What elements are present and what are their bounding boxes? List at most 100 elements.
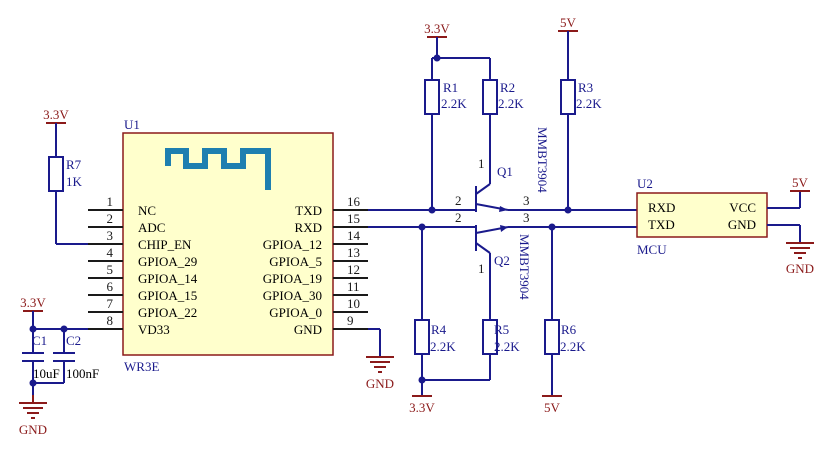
q2-transistor: 2 3 1 Q2 MMBT3904	[455, 210, 532, 320]
ground-label: GND	[19, 422, 47, 437]
u1-pin-name: GPIOA_30	[263, 288, 322, 303]
q2-pin-label: 3	[523, 210, 530, 225]
power-label-3v3: 3.3V	[424, 21, 450, 36]
u2-part-label: MCU	[637, 242, 667, 257]
u2-pin-name: GND	[728, 217, 756, 232]
u1-pin-number: 2	[107, 211, 114, 226]
q2-ref-label: Q2	[494, 253, 510, 268]
u1-pin-name: TXD	[295, 203, 322, 218]
ground-label: GND	[786, 261, 814, 276]
u1-pin-number: 13	[347, 245, 360, 260]
u1-pin-name: GPIOA_22	[138, 305, 197, 320]
u1-right-pins: 16 15 14 13 12 11 10 9 TXD RXD GPIOA_12 …	[263, 194, 368, 337]
u1-pin-number: 15	[347, 211, 360, 226]
r3-ref-label: R3	[578, 80, 593, 95]
r4-value-label: 2.2K	[430, 339, 456, 354]
u2-ref-label: U2	[637, 176, 653, 191]
u1-pin-number: 12	[347, 262, 360, 277]
r1-value-label: 2.2K	[441, 96, 467, 111]
q1-ref-label: Q1	[497, 164, 513, 179]
u1-pin-number: 5	[107, 262, 114, 277]
u1-gnd-connection: GND	[366, 328, 394, 391]
r7-ref-label: R7	[66, 157, 82, 172]
c2-value-label: 100nF	[66, 366, 99, 381]
u1-pin-name: GPIOA_14	[138, 271, 198, 286]
wifi-module-logo-icon	[165, 148, 271, 190]
r6-pullup: R6 2.2K 5V	[542, 227, 586, 415]
decoupling-capacitors: 3.3V C1 C2 10uF 100nF GND	[19, 295, 99, 437]
q1-pin-label: 2	[455, 193, 462, 208]
r2-ref-label: R2	[500, 80, 515, 95]
r4-resistor	[414, 319, 430, 355]
r3-resistor	[560, 79, 576, 115]
u1-pin-name: VD33	[138, 322, 170, 337]
u1-pin-number: 6	[107, 279, 114, 294]
u1-pin-name: GPIOA_5	[269, 254, 322, 269]
power-label-3v3: 3.3V	[409, 400, 435, 415]
q1-emitter-arrow-icon	[499, 206, 508, 212]
u1-pin-name: GPIOA_15	[138, 288, 197, 303]
r5-ref-label: R5	[494, 322, 509, 337]
u1-pin-name: GPIOA_29	[138, 254, 197, 269]
r7-value-label: 1K	[66, 174, 83, 189]
q2-pin-label: 2	[455, 210, 462, 225]
u1-ref-label: U1	[124, 117, 140, 132]
junction-dot	[60, 325, 68, 333]
u1-pin-name: RXD	[295, 220, 322, 235]
power-label-3v3: 3.3V	[43, 107, 69, 122]
r6-value-label: 2.2K	[560, 339, 586, 354]
ground-label: GND	[366, 376, 394, 391]
u1-pin-number: 9	[347, 313, 354, 328]
q1-part-label: MMBT3904	[535, 127, 550, 193]
u1-module: U1 WR3E 1 2 3 4 5 6 7 8 NC ADC CHIP_EN G…	[88, 117, 368, 374]
c1-value-label: 10uF	[33, 366, 60, 381]
r3-value-label: 2.2K	[576, 96, 602, 111]
q1-pin-label: 3	[523, 193, 530, 208]
r6-resistor	[544, 319, 560, 355]
u1-left-pins: 1 2 3 4 5 6 7 8 NC ADC CHIP_EN GPIOA_29 …	[88, 194, 198, 337]
u1-pin-name: NC	[138, 203, 156, 218]
q1-collector	[475, 183, 491, 195]
u2-mcu: U2 MCU RXD TXD VCC GND 5V GND	[636, 175, 814, 276]
r3-pullup: 5V R3 2.2K	[558, 15, 602, 210]
r5-value-label: 2.2K	[494, 339, 520, 354]
power-label-5v: 5V	[792, 175, 809, 190]
u1-body	[122, 132, 334, 356]
u1-pin-number: 14	[347, 228, 361, 243]
u1-pin-name: ADC	[138, 220, 165, 235]
u1-pin-number: 8	[107, 313, 114, 328]
u1-pin-number: 10	[347, 296, 360, 311]
r7-chip-en-pullup: 3.3V R7 1K	[43, 107, 88, 245]
u1-pin-number: 4	[107, 245, 114, 260]
junction-dot	[433, 54, 441, 62]
c1-ref-label: C1	[32, 333, 47, 348]
power-label-5v: 5V	[544, 400, 561, 415]
junction-dot	[29, 325, 37, 333]
ground-symbol	[19, 395, 47, 419]
u1-pin-name: CHIP_EN	[138, 237, 192, 252]
r4-r5-pullups: R4 2.2K R5 2.2K 3.3V	[409, 227, 520, 415]
u1-pin-number: 16	[347, 194, 361, 209]
q1-pin-label: 1	[478, 156, 485, 171]
u2-pin-name: RXD	[648, 200, 675, 215]
u1-pin-name: GPIOA_12	[263, 237, 322, 252]
r1-r2-pullups: 3.3V R1 2.2K R2 2.2K	[424, 21, 524, 210]
u1-pin-name: GND	[294, 322, 322, 337]
r1-ref-label: R1	[443, 80, 458, 95]
u1-pin-name: GPIOA_19	[263, 271, 322, 286]
u1-part-label: WR3E	[124, 359, 159, 374]
power-label-5v: 5V	[560, 15, 577, 30]
power-label-3v3: 3.3V	[20, 295, 46, 310]
q2-emitter-arrow-icon	[500, 225, 508, 232]
r1-resistor	[424, 79, 440, 115]
u1-pin-number: 7	[107, 296, 114, 311]
u1-pin-name: GPIOA_0	[269, 305, 322, 320]
u1-pin-number: 1	[107, 194, 114, 209]
r2-resistor	[482, 79, 498, 115]
r4-ref-label: R4	[431, 322, 447, 337]
q1-transistor: 1 2 3 Q1 MMBT3904	[455, 127, 550, 212]
q2-pin-label: 1	[478, 261, 485, 276]
r7-resistor	[48, 156, 64, 192]
u2-pin-name: VCC	[729, 200, 756, 215]
